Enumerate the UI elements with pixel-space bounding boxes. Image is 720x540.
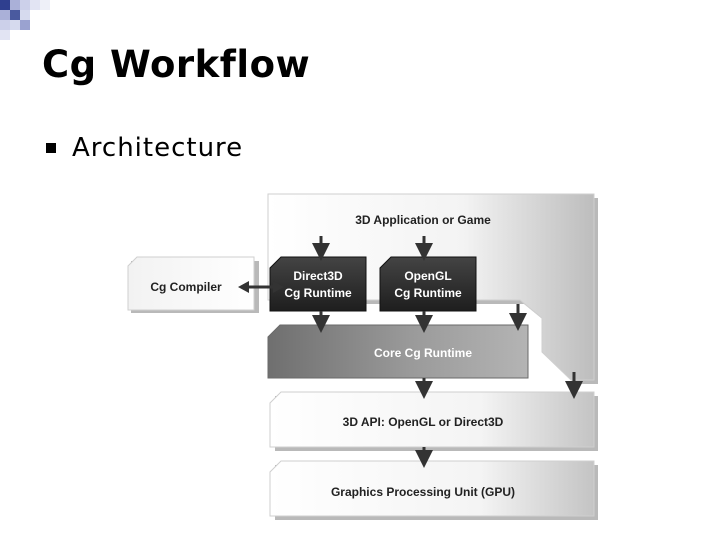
cg-compiler-box xyxy=(127,256,255,311)
deco-square xyxy=(0,10,10,20)
direct3d-runtime-label-2: Cg Runtime xyxy=(284,286,352,300)
direct3d-runtime-box xyxy=(269,256,367,312)
opengl-runtime-label-1: OpenGL xyxy=(404,269,451,283)
deco-square xyxy=(10,20,20,30)
arrow-head-right xyxy=(273,281,284,293)
deco-square xyxy=(0,30,10,40)
app-layer-label: 3D Application or Game xyxy=(355,213,491,227)
opengl-runtime-box xyxy=(379,256,477,312)
deco-square xyxy=(30,0,40,10)
deco-square xyxy=(10,10,20,20)
deco-square xyxy=(0,0,10,10)
deco-square xyxy=(0,20,10,30)
opengl-runtime-label-2: Cg Runtime xyxy=(394,286,462,300)
api-layer-box xyxy=(269,391,595,448)
deco-square xyxy=(20,20,30,30)
api-layer-label: 3D API: OpenGL or Direct3D xyxy=(343,415,504,429)
bullet-square-icon xyxy=(46,143,56,153)
deco-square xyxy=(10,0,20,10)
core-runtime-label: Core Cg Runtime xyxy=(374,346,472,360)
bullet-item: Architecture xyxy=(46,131,243,165)
slide-title: Cg Workflow xyxy=(42,43,311,86)
cg-compiler-label: Cg Compiler xyxy=(150,280,222,294)
direct3d-runtime-label-1: Direct3D xyxy=(293,269,343,283)
arrow-head-left xyxy=(238,281,249,293)
gpu-layer-box xyxy=(269,460,595,517)
gpu-layer-label: Graphics Processing Unit (GPU) xyxy=(331,485,515,499)
core-runtime-box xyxy=(267,324,529,379)
deco-square xyxy=(20,0,30,10)
deco-square xyxy=(40,0,50,10)
corner-decoration xyxy=(0,0,50,40)
deco-square xyxy=(20,10,30,20)
bullet-text: Architecture xyxy=(72,133,244,163)
